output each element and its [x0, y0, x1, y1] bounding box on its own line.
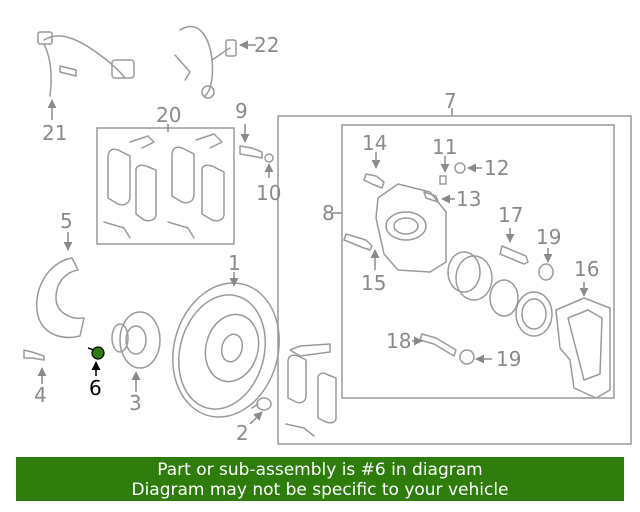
label-9: 9: [235, 99, 248, 123]
bolt-part-6-highlighted[interactable]: [87, 346, 105, 376]
parts-diagram: 21 22 20 9 10 7 14 11 12 13 8 17 19 5 1 …: [23, 25, 632, 445]
guide-pin-part-17: [499, 228, 529, 265]
bleeder-screw-part-13: [423, 191, 455, 204]
bolt-part-14: [363, 152, 385, 189]
label-21: 21: [42, 121, 67, 145]
label-10: 10: [256, 181, 281, 205]
label-5: 5: [60, 209, 73, 233]
banner-line-2: Diagram may not be specific to your vehi…: [131, 480, 509, 500]
label-14: 14: [362, 131, 387, 155]
label-1: 1: [228, 251, 241, 275]
wheel-hub-part-3: [111, 311, 161, 392]
wheel-stud-part-2: [249, 397, 272, 425]
banner-line-1: Part or sub-assembly is #6 in diagram: [157, 460, 483, 480]
label-18: 18: [386, 329, 411, 353]
label-13: 13: [456, 187, 481, 211]
brake-rotor-part-1: [172, 272, 280, 418]
boot-part-19-lower: [459, 349, 492, 365]
caliper-part-8: [332, 124, 615, 399]
boot-part-19-upper: [538, 248, 554, 281]
label-7: 7: [444, 89, 457, 113]
label-4: 4: [34, 383, 47, 407]
label-20: 20: [156, 103, 181, 127]
label-6-highlighted[interactable]: 6: [89, 376, 102, 400]
info-banner: Part or sub-assembly is #6 in diagram Di…: [16, 457, 624, 501]
abs-sensor-part-22: [174, 25, 256, 99]
cap-part-12: [454, 162, 482, 174]
piston: [447, 251, 553, 337]
brake-hose-part-21: [37, 31, 135, 120]
label-8: 8: [322, 201, 335, 225]
caliper-bracket-part-16: [555, 282, 611, 399]
label-15: 15: [361, 271, 386, 295]
label-3: 3: [129, 391, 142, 415]
label-19-upper: 19: [536, 225, 561, 249]
pad-kit-part-20: [96, 124, 235, 245]
label-16: 16: [574, 257, 599, 281]
dust-shield-part-5: [36, 232, 85, 339]
caliper-assembly-part-7: [277, 108, 632, 445]
label-17: 17: [498, 203, 523, 227]
washer-part-10: [264, 153, 274, 178]
label-11: 11: [432, 135, 457, 159]
guide-pin-part-15: [343, 233, 380, 270]
bolt-part-9: [239, 124, 263, 159]
label-19-lower: 19: [496, 347, 521, 371]
bleeder-part-11: [439, 156, 450, 185]
label-2: 2: [236, 421, 249, 445]
bolt-part-4: [23, 349, 47, 384]
label-12: 12: [484, 156, 509, 180]
guide-pin-part-18: [412, 333, 457, 357]
label-22: 22: [254, 33, 279, 57]
